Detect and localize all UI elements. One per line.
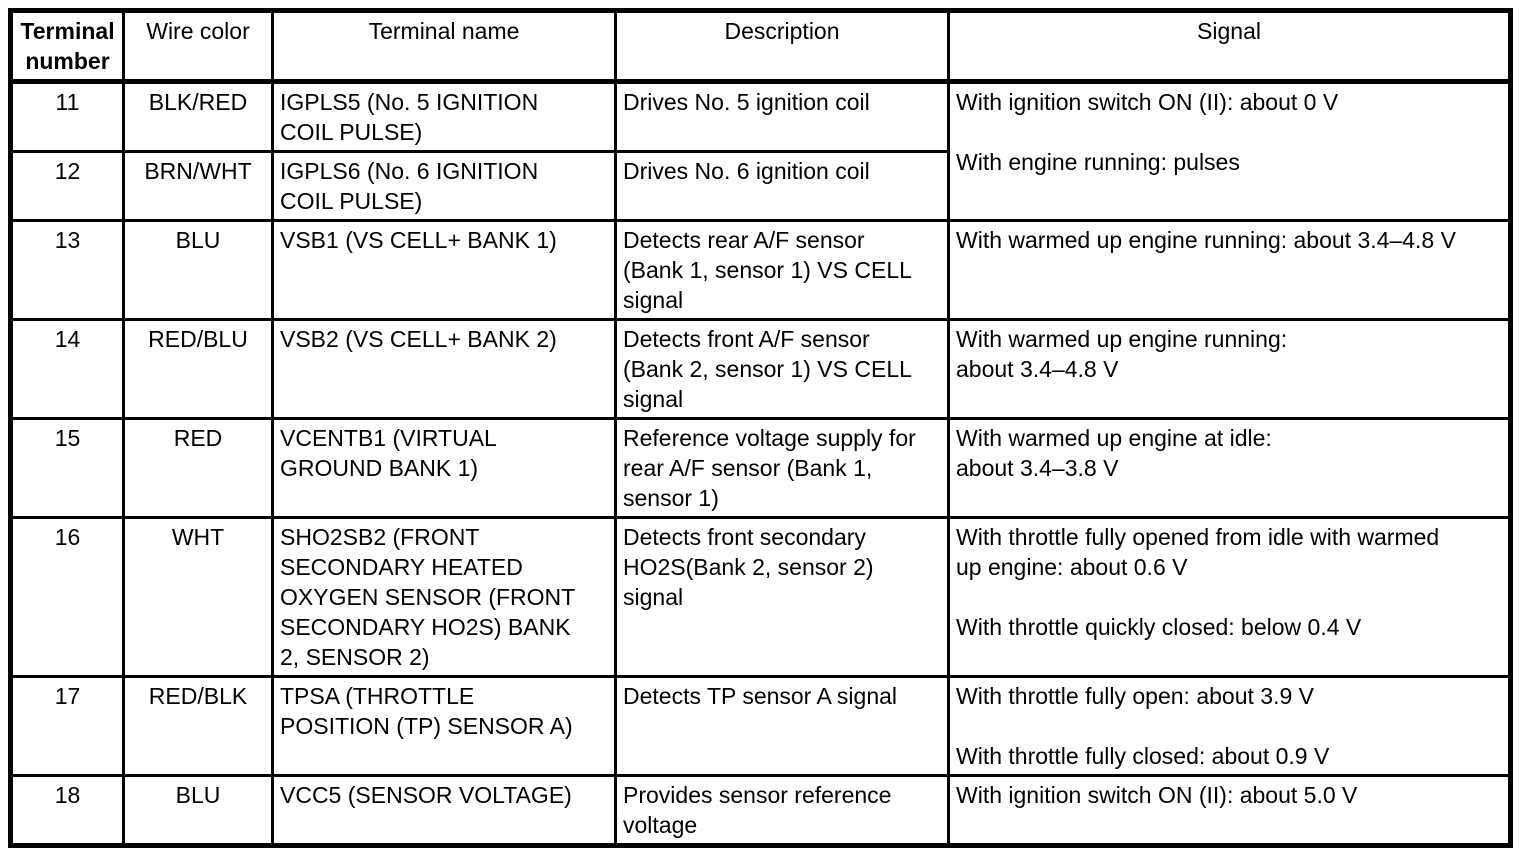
- wire-color-cell: BLK/RED: [122, 80, 274, 153]
- header-wire-color: Wire color: [122, 9, 274, 84]
- signal-cell: With warmed up engine running: about 3.4…: [947, 318, 1512, 420]
- signal-cell: With warmed up engine running: about 3.4…: [947, 219, 1512, 321]
- wire-color-cell: BLU: [122, 774, 274, 847]
- wire-color-cell: RED/BLK: [122, 675, 274, 777]
- terminal-number-cell: 14: [9, 318, 125, 420]
- signal-cell-merged: With ignition switch ON (II): about 0 V …: [947, 80, 1512, 222]
- terminal-number-cell: 12: [9, 150, 125, 222]
- table-row: 15 RED VCENTB1 (VIRTUAL GROUND BANK 1) R…: [9, 417, 1512, 519]
- description-cell: Reference voltage supply for rear A/F se…: [614, 417, 950, 519]
- terminal-name-cell: IGPLS5 (No. 5 IGNITION COIL PULSE): [271, 80, 617, 153]
- terminal-table: Terminal number Wire color Terminal name…: [8, 8, 1513, 848]
- signal-cell: With ignition switch ON (II): about 5.0 …: [947, 774, 1512, 847]
- description-cell: Detects TP sensor A signal: [614, 675, 950, 777]
- terminal-number-cell: 17: [9, 675, 125, 777]
- terminal-name-cell: VCC5 (SENSOR VOLTAGE): [271, 774, 617, 847]
- header-description: Description: [614, 9, 950, 84]
- description-cell: Detects rear A/F sensor (Bank 1, sensor …: [614, 219, 950, 321]
- header-signal: Signal: [947, 9, 1512, 84]
- table-row: 16 WHT SHO2SB2 (FRONT SECONDARY HEATED O…: [9, 516, 1512, 678]
- terminal-number-cell: 13: [9, 219, 125, 321]
- table-header-row: Terminal number Wire color Terminal name…: [9, 9, 1512, 84]
- terminal-name-cell: VSB2 (VS CELL+ BANK 2): [271, 318, 617, 420]
- wire-color-cell: RED/BLU: [122, 318, 274, 420]
- terminal-name-cell: TPSA (THROTTLE POSITION (TP) SENSOR A): [271, 675, 617, 777]
- table-row: 14 RED/BLU VSB2 (VS CELL+ BANK 2) Detect…: [9, 318, 1512, 420]
- signal-cell: With throttle fully open: about 3.9 V Wi…: [947, 675, 1512, 777]
- signal-cell: With throttle fully opened from idle wit…: [947, 516, 1512, 678]
- terminal-number-cell: 16: [9, 516, 125, 678]
- terminal-name-cell: SHO2SB2 (FRONT SECONDARY HEATED OXYGEN S…: [271, 516, 617, 678]
- page: Terminal number Wire color Terminal name…: [8, 8, 1513, 848]
- header-terminal-number: Terminal number: [9, 9, 125, 84]
- terminal-number-cell: 11: [9, 80, 125, 153]
- description-cell: Detects front A/F sensor (Bank 2, sensor…: [614, 318, 950, 420]
- description-cell: Detects front secondary HO2S(Bank 2, sen…: [614, 516, 950, 678]
- description-cell: Provides sensor reference voltage: [614, 774, 950, 847]
- terminal-number-cell: 18: [9, 774, 125, 847]
- table-row: 13 BLU VSB1 (VS CELL+ BANK 1) Detects re…: [9, 219, 1512, 321]
- description-cell: Drives No. 6 ignition coil: [614, 150, 950, 222]
- description-cell: Drives No. 5 ignition coil: [614, 80, 950, 153]
- table-row: 18 BLU VCC5 (SENSOR VOLTAGE) Provides se…: [9, 774, 1512, 847]
- wire-color-cell: BRN/WHT: [122, 150, 274, 222]
- header-terminal-name: Terminal name: [271, 9, 617, 84]
- terminal-number-cell: 15: [9, 417, 125, 519]
- wire-color-cell: WHT: [122, 516, 274, 678]
- signal-cell: With warmed up engine at idle: about 3.4…: [947, 417, 1512, 519]
- table-row: 11 BLK/RED IGPLS5 (No. 5 IGNITION COIL P…: [9, 80, 1512, 222]
- terminal-name-cell: VSB1 (VS CELL+ BANK 1): [271, 219, 617, 321]
- terminal-name-cell: IGPLS6 (No. 6 IGNITION COIL PULSE): [271, 150, 617, 222]
- wire-color-cell: BLU: [122, 219, 274, 321]
- table-row: 17 RED/BLK TPSA (THROTTLE POSITION (TP) …: [9, 675, 1512, 777]
- wire-color-cell: RED: [122, 417, 274, 519]
- terminal-name-cell: VCENTB1 (VIRTUAL GROUND BANK 1): [271, 417, 617, 519]
- table-row: 12 BRN/WHT IGPLS6 (No. 6 IGNITION COIL P…: [9, 150, 1511, 222]
